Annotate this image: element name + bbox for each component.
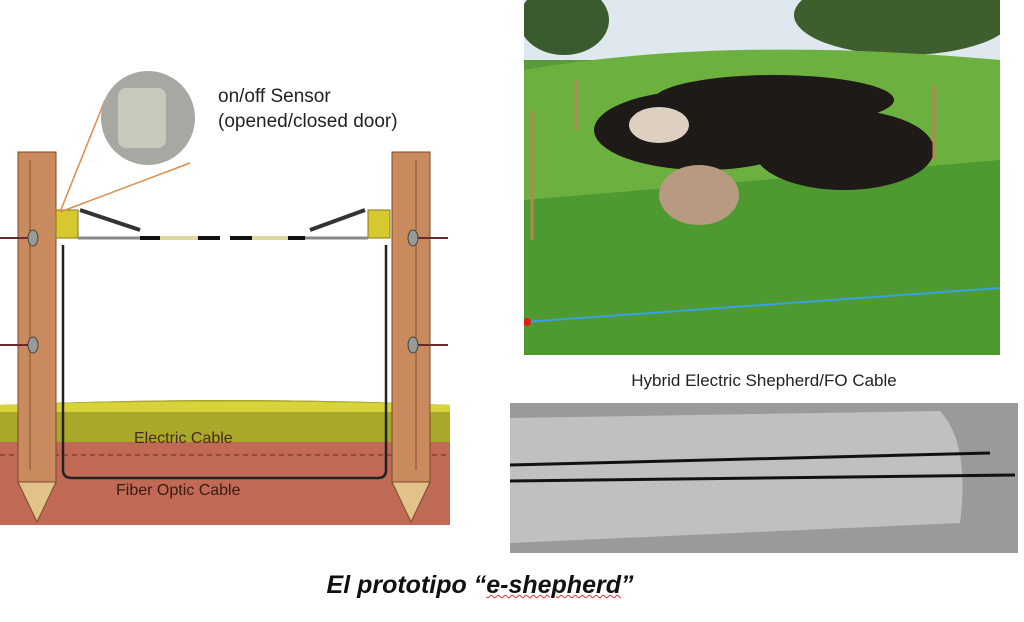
sensor-label-line2: (opened/closed door)	[218, 111, 398, 132]
slide-title: El prototipo “e-shepherd”	[0, 571, 960, 600]
right-sensor-box	[367, 209, 391, 239]
cable-strand	[510, 451, 991, 467]
cable-caption: Hybrid Electric Shepherd/FO Cable	[631, 371, 897, 390]
hybrid-cable-photo	[510, 403, 1018, 553]
title-emphasis: e-shepherd	[486, 571, 621, 599]
right-post	[391, 151, 431, 524]
cattle-pasture-photo	[524, 0, 1000, 355]
title-prefix: El prototipo “	[326, 571, 487, 599]
electric-cable-label: Electric Cable	[134, 430, 233, 447]
left-post	[17, 151, 57, 524]
fiber-optic-cable-label: Fiber Optic Cable	[116, 482, 241, 499]
sensor-label: on/off Sensor (opened/closed door)	[218, 84, 398, 134]
fence-gate-diagram	[0, 71, 450, 525]
electric-fence-wire	[524, 287, 1000, 323]
cable-strand	[510, 473, 1016, 483]
left-sensor-box	[55, 209, 79, 239]
sensor-label-line1: on/off Sensor	[218, 86, 331, 107]
title-suffix: ”	[620, 571, 634, 599]
fiber-optic-cable	[61, 245, 388, 480]
